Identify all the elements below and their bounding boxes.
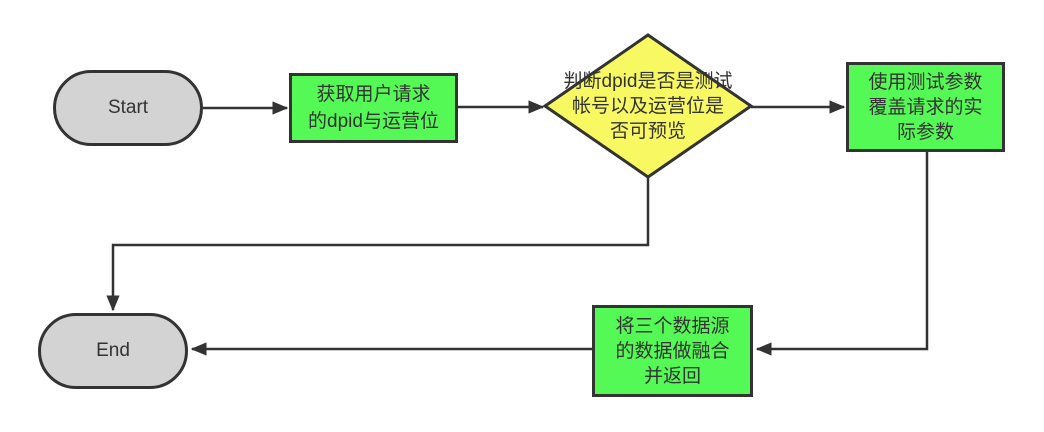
override-params-line: 使用测试参数 <box>868 71 983 93</box>
override-params-line: 际参数 <box>896 121 954 143</box>
merge-data-line: 将三个数据源 <box>615 315 730 337</box>
fetch-request-line: 获取用户请求 <box>316 84 431 105</box>
decision-line: 否可预览 <box>609 121 686 142</box>
decision-line: 判断dpid是否是测试 <box>563 71 733 92</box>
override-params-node: 使用测试参数 覆盖请求的实 际参数 <box>846 62 1005 152</box>
decision-node-label: 判断dpid是否是测试 帐号以及运营位是 否可预览 <box>540 69 756 144</box>
start-node: Start <box>53 70 203 146</box>
merge-data-line: 的数据做融合 <box>615 340 730 362</box>
merge-data-line: 并返回 <box>643 365 701 387</box>
end-node-label: End <box>96 340 130 361</box>
end-node: End <box>38 313 188 389</box>
fetch-request-line: 的dpid与运营位 <box>308 111 439 132</box>
merge-data-node: 将三个数据源 的数据做融合 并返回 <box>592 305 753 397</box>
decision-diamond-shape <box>542 33 754 179</box>
override-params-line: 覆盖请求的实 <box>868 96 983 118</box>
start-node-label: Start <box>107 97 149 118</box>
decision-line: 帐号以及运营位是 <box>571 96 724 117</box>
connector-override-to-merge <box>755 152 929 356</box>
fetch-request-node: 获取用户请求 的dpid与运营位 <box>289 73 458 143</box>
connector-decision-to-end <box>106 177 650 312</box>
